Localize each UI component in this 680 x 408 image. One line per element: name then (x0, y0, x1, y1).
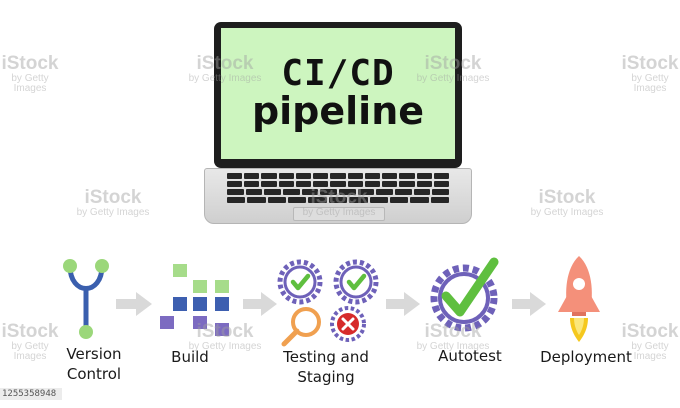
gear-checks-icon (277, 259, 379, 347)
stage-label-line: Staging (297, 368, 355, 386)
watermark-by: by Getty Images (11, 73, 49, 94)
keyboard-key (295, 173, 312, 179)
keyboard-row (227, 181, 450, 187)
keyboard-key (339, 189, 356, 195)
keyboard-key (261, 173, 277, 179)
keyboard-key (308, 197, 327, 203)
keyboard-key (433, 173, 450, 179)
keyboard-key (328, 197, 348, 203)
rocket-icon (558, 256, 600, 342)
watermark-by: by Getty Images (530, 207, 604, 218)
keyboard-key (227, 181, 243, 187)
stage-label-autotest: Autotest (420, 346, 520, 366)
keyboard-key (357, 189, 375, 195)
keyboard-key (416, 173, 432, 179)
keyboard-key (369, 197, 388, 203)
stage-label-line: Build (171, 348, 209, 366)
keyboard-key (295, 181, 312, 187)
keyboard-key (267, 197, 287, 203)
keyboard-key (247, 197, 266, 203)
keyboard-key (227, 197, 246, 203)
keyboard-key (283, 189, 300, 195)
watermark-by: by Getty Images (76, 207, 150, 218)
keyboard-key (382, 181, 398, 187)
keyboard-key (227, 173, 243, 179)
stage-label-line: Testing and (283, 348, 369, 366)
keyboard-key (313, 173, 329, 179)
stage-label-deployment: Deployment (530, 347, 642, 367)
arrow-3 (386, 292, 420, 316)
stage-label-line: Deployment (540, 348, 632, 366)
keyboard-key (320, 189, 338, 195)
keyboard-key (278, 173, 294, 179)
keyboard-row (227, 173, 450, 179)
blocks-icon (160, 264, 229, 336)
keyboard (227, 173, 450, 205)
watermark: iStock by Getty Images (620, 54, 680, 94)
gear-check-icon (430, 257, 499, 332)
keyboard-key (301, 189, 319, 195)
watermark: iStock by Getty Images (512, 188, 622, 218)
keyboard-key (389, 197, 409, 203)
stage-label-testing-staging: Testing and Staging (266, 347, 386, 387)
keyboard-key (432, 189, 450, 195)
arrow-4 (512, 292, 546, 316)
keyboard-key (264, 189, 282, 195)
watermark: iStock by Getty Images (0, 54, 60, 94)
keyboard-key (245, 189, 263, 195)
arrow-2 (243, 292, 277, 316)
screen-title-line-2: pipeline (251, 89, 425, 134)
keyboard-key (330, 173, 346, 179)
keyboard-key (261, 181, 277, 187)
screen-display: CI/CD pipeline (221, 28, 455, 159)
keyboard-key (227, 189, 244, 195)
stage-label-line: Version (66, 345, 122, 363)
keyboard-key (410, 197, 429, 203)
keyboard-key (244, 181, 260, 187)
watermark-brand: iStock (538, 187, 596, 208)
keyboard-key (288, 197, 307, 203)
keyboard-key (347, 173, 363, 179)
stage-label-build: Build (150, 347, 230, 367)
watermark-brand: iStock (1, 321, 59, 342)
keyboard-key (364, 181, 381, 187)
keyboard-key (413, 189, 431, 195)
keyboard-key (313, 181, 329, 187)
keyboard-key (347, 181, 363, 187)
keyboard-key (376, 189, 394, 195)
keyboard-key (349, 197, 368, 203)
keyboard-key (244, 173, 260, 179)
keyboard-key (382, 173, 398, 179)
laptop-base (204, 168, 472, 224)
branch-icon (63, 259, 109, 339)
keyboard-key (399, 181, 415, 187)
watermark-brand: iStock (1, 53, 59, 74)
watermark-brand: iStock (84, 187, 142, 208)
watermark-brand: iStock (621, 321, 679, 342)
keyboard-key (364, 173, 381, 179)
keyboard-key (416, 181, 432, 187)
keyboard-key (395, 189, 412, 195)
watermark: iStock by Getty Images (58, 188, 168, 218)
trackpad (293, 207, 385, 221)
image-id-label: 1255358948 (0, 388, 62, 400)
arrow-1 (116, 292, 152, 316)
keyboard-key (330, 181, 346, 187)
laptop-screen: CI/CD pipeline (214, 22, 462, 168)
keyboard-key (430, 197, 449, 203)
keyboard-key (399, 173, 415, 179)
watermark-brand: iStock (621, 53, 679, 74)
keyboard-key (278, 181, 294, 187)
stage-label-version-control: Version Control (44, 344, 144, 384)
keyboard-row (227, 197, 449, 203)
stage-label-line: Control (66, 365, 122, 383)
keyboard-key (433, 181, 450, 187)
screen-title-line-1: CI/CD (281, 52, 395, 94)
watermark-by: by Getty Images (631, 73, 669, 94)
keyboard-row (227, 189, 450, 195)
stage-label-line: Autotest (438, 347, 502, 365)
